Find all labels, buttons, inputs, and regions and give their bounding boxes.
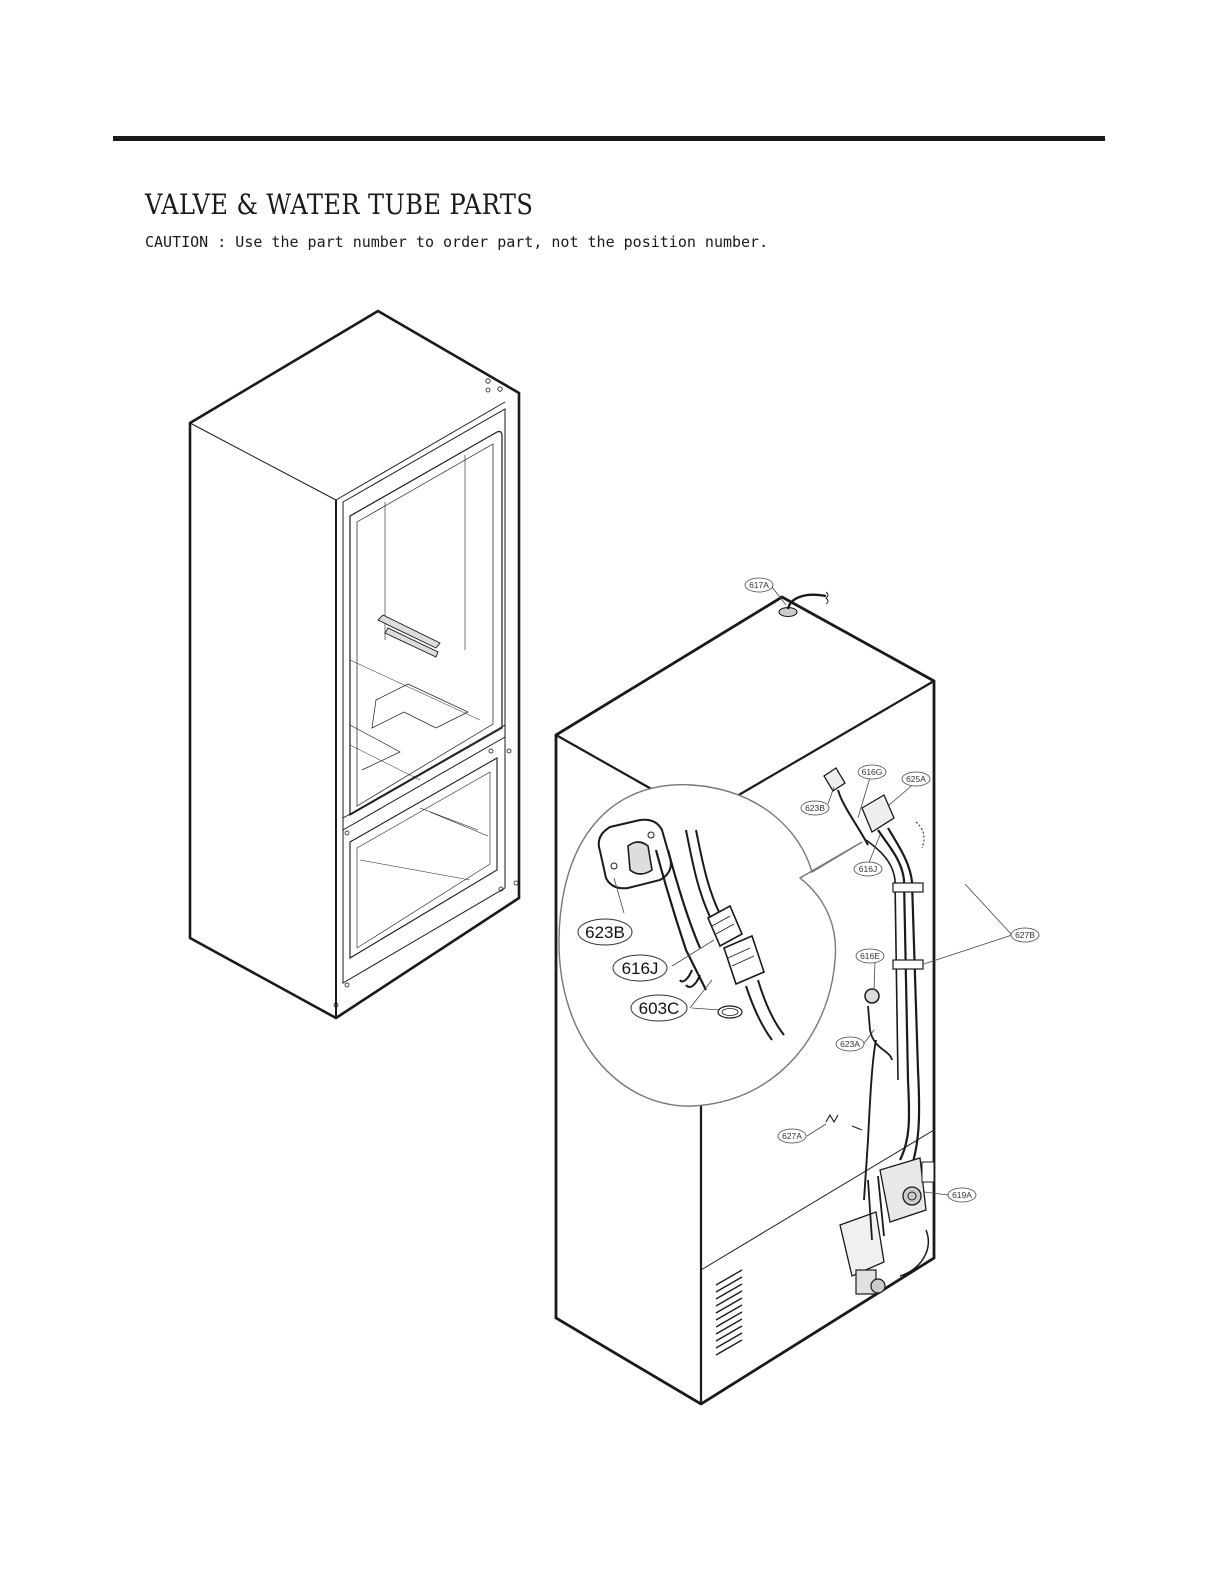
page-title: VALVE & WATER TUBE PARTS: [145, 188, 534, 221]
svg-text:616J: 616J: [859, 864, 877, 874]
svg-text:616J: 616J: [622, 959, 659, 978]
callout-627B: 627B: [1010, 927, 1040, 943]
caution-note: CAUTION : Use the part number to order p…: [145, 233, 769, 251]
svg-text:623B: 623B: [805, 803, 825, 813]
callout-616E: 616E: [855, 948, 885, 964]
svg-text:623A: 623A: [840, 1039, 860, 1049]
callout-627A: 627A: [777, 1128, 807, 1144]
cabinet-front-view: [188, 309, 521, 1020]
svg-text:627A: 627A: [782, 1131, 802, 1141]
callout-617A: 617A: [744, 577, 774, 593]
svg-text:617A: 617A: [749, 580, 769, 590]
callout-623B-large: 623B: [577, 918, 633, 946]
svg-text:627B: 627B: [1015, 930, 1035, 940]
callout-616J-small: 616J: [853, 861, 883, 877]
water-tube-assembly: [823, 767, 935, 1295]
svg-text:616E: 616E: [860, 951, 880, 961]
callout-616J-large: 616J: [612, 954, 668, 982]
detail-magnifier: [558, 784, 863, 1107]
callout-623B-small: 623B: [800, 800, 830, 816]
callout-616G: 616G: [857, 764, 887, 780]
rear-vent-grille: [715, 1269, 743, 1356]
callout-623A: 623A: [835, 1036, 865, 1052]
callout-labels: 617A 623B 616G 625A 616J 627B 616E 623A: [577, 577, 1040, 1203]
water-valve: [839, 1157, 935, 1295]
header-rule: [113, 136, 1105, 141]
svg-text:625A: 625A: [906, 774, 926, 784]
callout-603C-large: 603C: [630, 994, 688, 1022]
svg-text:619A: 619A: [952, 1190, 972, 1200]
svg-text:623B: 623B: [585, 923, 625, 942]
svg-text:616G: 616G: [862, 767, 883, 777]
svg-text:603C: 603C: [639, 999, 680, 1018]
leader-lines: [613, 586, 1013, 1196]
callout-625A: 625A: [901, 771, 931, 787]
callout-619A: 619A: [947, 1187, 977, 1203]
